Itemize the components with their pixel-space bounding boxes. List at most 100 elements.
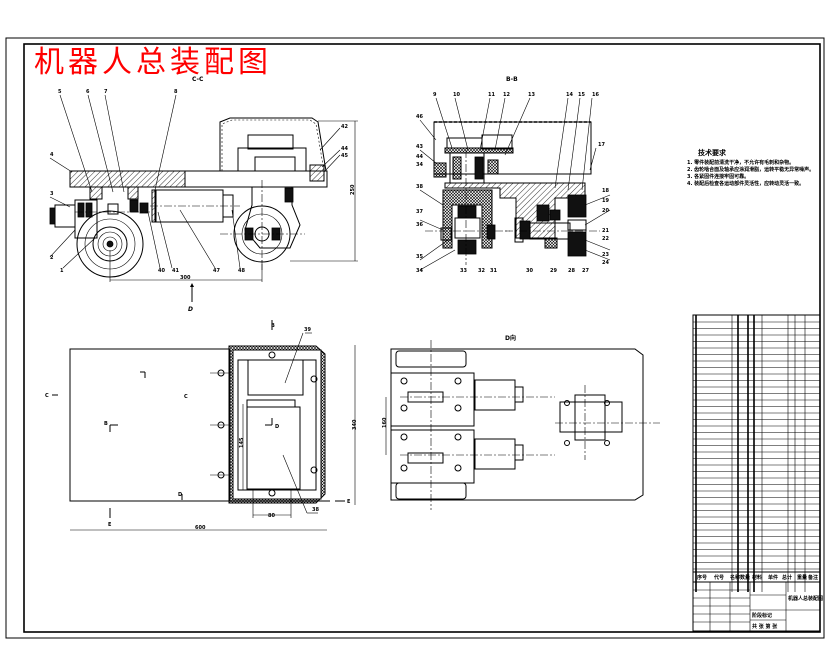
part-label: 5 <box>58 89 62 95</box>
chassis-outline <box>390 348 644 501</box>
section-mark: B <box>271 323 275 329</box>
part-label: 37 <box>416 209 423 215</box>
section-mark: D <box>178 492 182 498</box>
requirements-heading: 技术要求 <box>698 148 727 157</box>
dimension-bottom: 80 <box>268 513 275 519</box>
dimension-vertical: 250 <box>350 184 356 195</box>
view-d-label: D向 <box>505 334 516 342</box>
part-label: 31 <box>490 268 497 274</box>
bb-cover <box>433 121 592 175</box>
part-label: 8 <box>174 89 178 95</box>
section-cc-view: C-C <box>49 76 358 313</box>
cover-bolt-block <box>309 164 325 182</box>
parts-list <box>692 314 821 632</box>
part-label: 45 <box>341 153 348 159</box>
column-header: 备注 <box>807 574 818 581</box>
part-label: 46 <box>416 114 423 120</box>
part-label: 19 <box>602 198 609 204</box>
section-mark: C <box>184 394 188 400</box>
part-label: 30 <box>526 268 533 274</box>
part-label: 6 <box>86 89 90 95</box>
part-label: 3 <box>50 191 54 197</box>
section-cc-label: C-C <box>192 76 204 83</box>
part-label: 38 <box>312 507 319 513</box>
inner-frame <box>23 43 821 633</box>
section-mark: E <box>347 499 351 505</box>
section-bb-label: B-B <box>506 76 518 83</box>
part-label: 32 <box>478 268 485 274</box>
part-label: 47 <box>213 268 220 274</box>
column-header: 代号 <box>713 574 724 581</box>
technical-requirements: 技术要求 1. 零件装配前清洗干净，不允许有毛刺和杂物。 2. 齿轮啮合面及轴承… <box>687 148 814 187</box>
part-label: 4 <box>50 152 54 158</box>
base-plate-ext <box>184 170 328 188</box>
section-mark: E <box>108 522 112 528</box>
part-label: 13 <box>528 92 535 98</box>
part-label: 40 <box>158 268 165 274</box>
column-header: 材料 <box>752 574 762 581</box>
part-label: 1 <box>60 268 64 274</box>
dimension-horizontal: 300 <box>180 275 191 281</box>
section-bb-view: B-B <box>416 76 611 274</box>
part-label: 7 <box>104 89 108 95</box>
column-header: 重量 <box>797 574 807 581</box>
drawing-name: 机器人总装配图 <box>787 595 823 602</box>
stage-label: 阶段标记 <box>752 612 772 619</box>
part-label: 24 <box>602 260 609 266</box>
column-header: 总计 <box>782 574 792 581</box>
part-label: 36 <box>416 222 423 228</box>
base-plate <box>69 170 186 188</box>
part-label: 15 <box>578 92 585 98</box>
part-label: 44 <box>416 154 423 160</box>
left-motor <box>54 204 76 228</box>
part-label: 35 <box>416 254 423 260</box>
dimension-view-d: 160 <box>382 417 388 428</box>
part-label: 43 <box>416 144 423 150</box>
part-label: 14 <box>566 92 573 98</box>
requirement-item: 2. 齿轮啮合面及轴承应涂润滑脂，运转平稳无异常噪声。 <box>687 166 814 173</box>
part-label: 28 <box>568 268 575 274</box>
part-label: 39 <box>304 327 311 333</box>
part-label: 9 <box>433 92 437 98</box>
dimension-inner: 145 <box>239 437 245 448</box>
part-label: 23 <box>602 252 609 258</box>
drawing-title: 机器人总装配图 <box>34 45 272 80</box>
part-label: 34 <box>416 162 423 168</box>
column-header: 序号 <box>696 574 707 581</box>
part-label: 29 <box>550 268 557 274</box>
part-label: 27 <box>582 268 589 274</box>
parts-list-rows <box>693 321 820 570</box>
part-label: 12 <box>503 92 510 98</box>
part-label: 10 <box>453 92 460 98</box>
part-label: 22 <box>602 236 609 242</box>
part-label: 38 <box>416 184 423 190</box>
column-header: 名称 <box>730 574 740 581</box>
column-header: 单件 <box>768 574 778 581</box>
section-mark: D <box>275 424 279 430</box>
part-label: 44 <box>341 146 348 152</box>
bb-gear-housing <box>442 189 493 249</box>
platform-outline <box>69 348 231 502</box>
part-label: 17 <box>598 142 605 148</box>
dimension-height: 340 <box>352 419 358 430</box>
part-label: 48 <box>238 268 245 274</box>
cover-housing <box>219 117 327 172</box>
part-label: 18 <box>602 188 609 194</box>
dimension-width: 600 <box>195 525 206 531</box>
part-label: 34 <box>416 268 423 274</box>
part-label: 42 <box>341 124 348 130</box>
part-label: 41 <box>172 268 179 274</box>
cover-inner-block <box>247 134 294 150</box>
part-label: 20 <box>602 208 609 214</box>
part-label: 2 <box>50 255 54 261</box>
section-mark: B <box>104 421 108 427</box>
top-view: B C C B D D E E 39 38 600 340 145 80 <box>45 320 358 531</box>
part-label: 16 <box>592 92 599 98</box>
part-label: 21 <box>602 228 609 234</box>
bb-main-plate <box>444 182 586 239</box>
title-block: 序号 代号 名称 数量 材料 单件 总计 重量 备注 机器人总装配图 阶段标记 … <box>693 571 823 631</box>
part-label: 33 <box>460 268 467 274</box>
requirement-item: 3. 各紧固件连接牢固可靠。 <box>687 173 749 180</box>
cc-leaders <box>49 94 341 269</box>
